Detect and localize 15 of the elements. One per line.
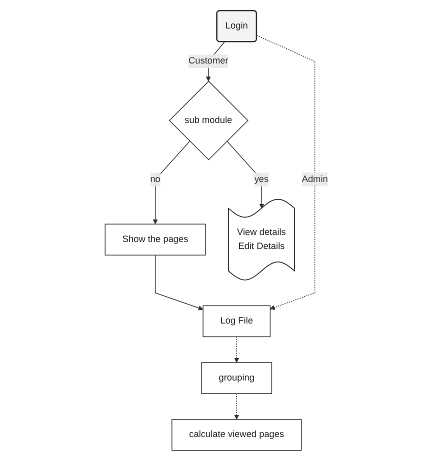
arrow bbox=[154, 254, 204, 310]
arrow bbox=[226, 140, 264, 209]
arrow bbox=[234, 336, 240, 363]
node-diamond: sub module bbox=[168, 80, 248, 160]
arrow bbox=[234, 393, 240, 420]
node-box: Log File bbox=[202, 305, 271, 338]
node-box: grouping bbox=[201, 362, 272, 394]
edge-label: yes bbox=[254, 174, 269, 184]
node-box: Show the pages bbox=[104, 224, 206, 256]
edge-label: no bbox=[150, 174, 160, 184]
edge-label: Admin bbox=[302, 174, 328, 184]
node-box: calculate viewed pages bbox=[172, 419, 302, 451]
edge-label: Customer bbox=[188, 56, 228, 66]
arrow bbox=[152, 140, 190, 224]
arrow bbox=[256, 34, 316, 310]
